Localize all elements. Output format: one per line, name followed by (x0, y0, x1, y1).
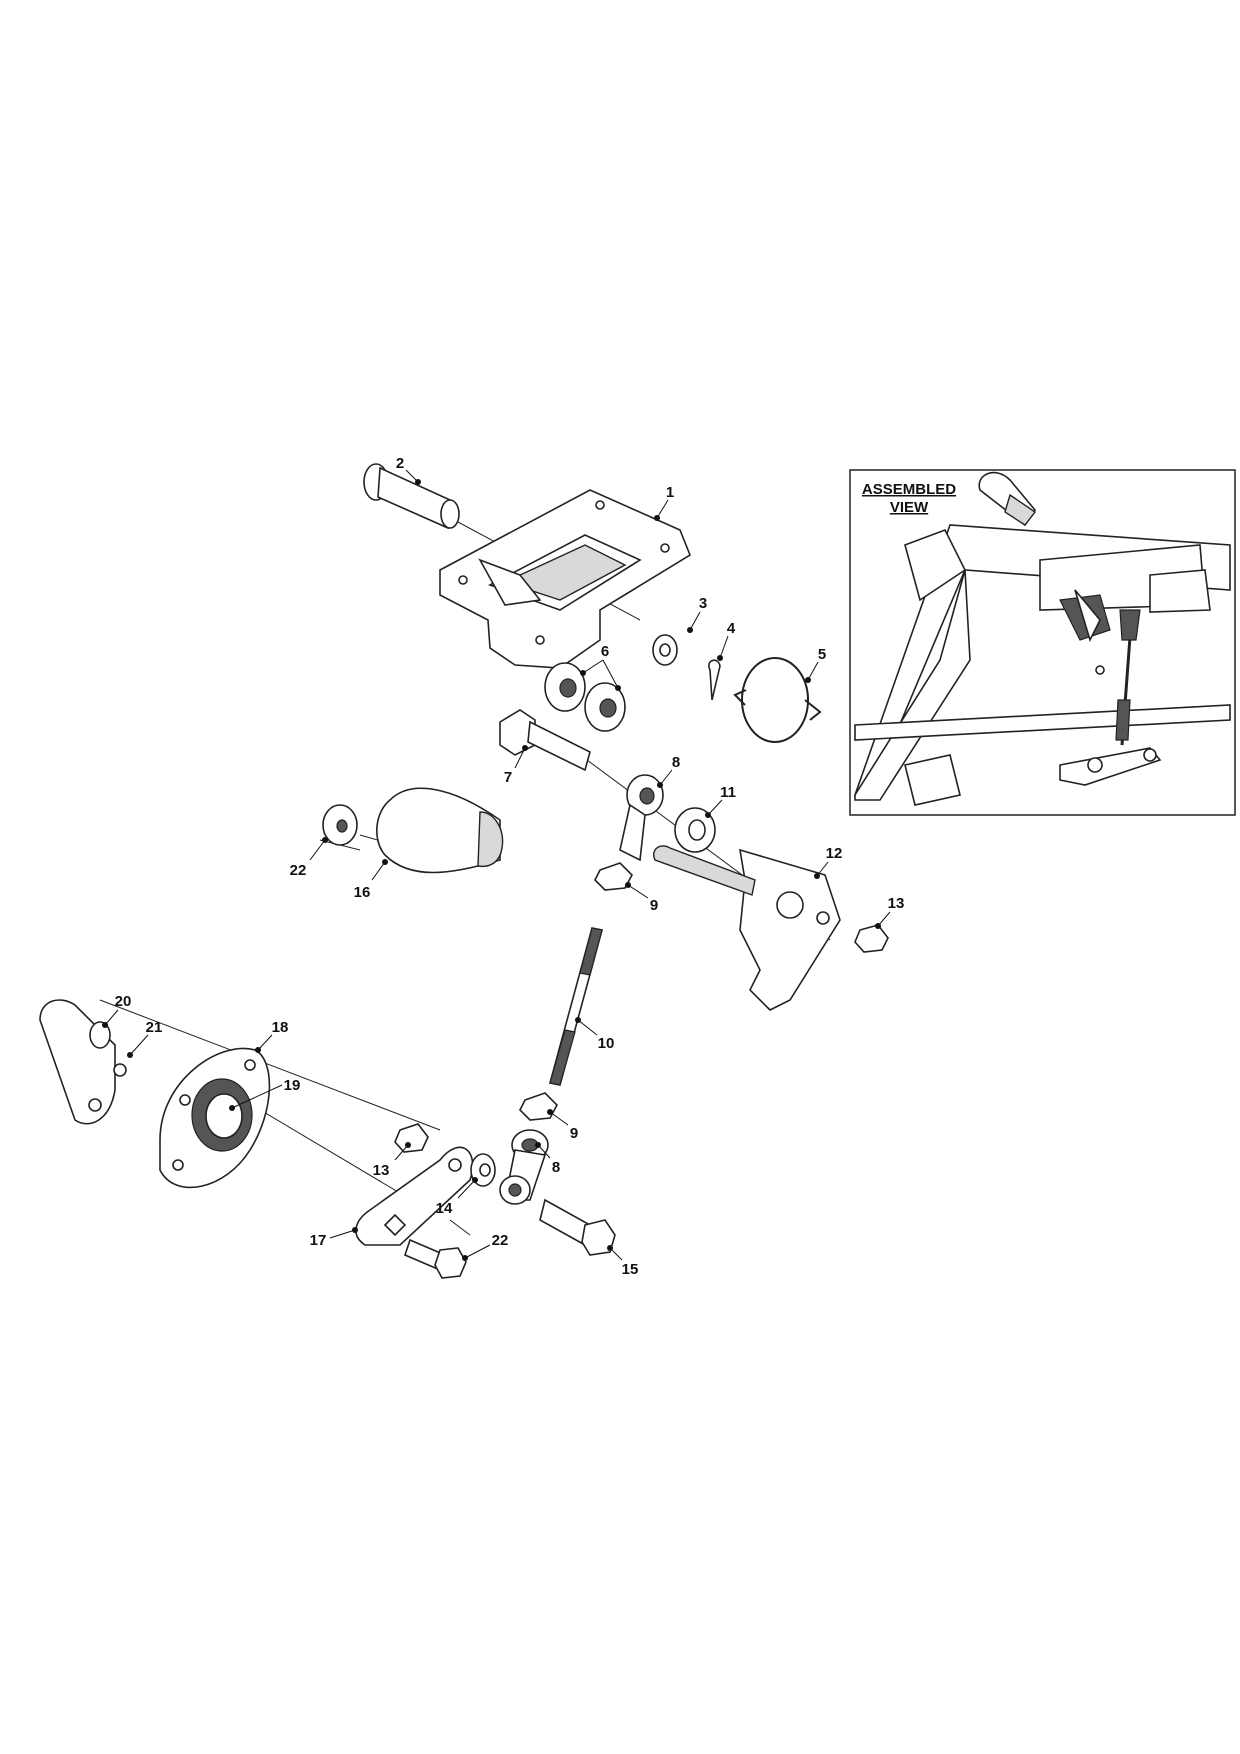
callout-label: 19 (284, 1077, 301, 1094)
part-13-nut-lower (394, 1123, 429, 1153)
callout-label: 4 (727, 620, 736, 637)
part-2-pin (363, 463, 460, 530)
part-15-bolt (539, 1198, 616, 1256)
part-8-rod-end-upper (619, 774, 664, 862)
callout-label: 3 (699, 595, 707, 612)
callout-label: 21 (146, 1019, 163, 1036)
callout-label: 9 (570, 1125, 578, 1142)
callout-label: 14 (436, 1200, 453, 1217)
callout-label: 16 (354, 884, 371, 901)
callout-label: 12 (826, 845, 843, 862)
callout-label: 7 (504, 769, 512, 786)
part-17-link-arm (355, 1146, 474, 1246)
callout-label: 2 (396, 455, 404, 472)
callout-label: 8 (672, 754, 680, 771)
callout-label: 5 (818, 646, 826, 663)
callout-label: 6 (601, 643, 609, 660)
part-7-bolt (499, 709, 591, 772)
callout-label: 8 (552, 1159, 560, 1176)
part-19-bearing (191, 1078, 253, 1152)
inset-title-line-1: ASSEMBLED (862, 481, 956, 498)
part-20-bracket (39, 999, 116, 1125)
part-1-housing (439, 489, 691, 669)
part-6-bushings (544, 662, 626, 732)
callout-label: 11 (720, 784, 736, 801)
callouts: 2 1 3 4 5 6 7 8 11 (102, 455, 904, 1278)
callout-label: 15 (622, 1261, 639, 1278)
callout-label: 13 (888, 895, 905, 912)
callout-label: 10 (598, 1035, 615, 1052)
callout-label: 18 (272, 1019, 289, 1036)
callout-label: 22 (492, 1232, 509, 1249)
callout-label: 17 (310, 1232, 327, 1249)
part-22-bolt-lower (404, 1238, 467, 1279)
callout-label: 20 (115, 993, 132, 1010)
part-16-knob (375, 787, 504, 874)
part-4-cotter-pin (708, 659, 721, 701)
inset-title-line-2: VIEW (890, 499, 929, 516)
part-9-nut-lower (519, 1092, 558, 1121)
part-22-cap-upper (322, 804, 358, 846)
assembled-view-inset: ASSEMBLED VIEW (849, 469, 1236, 816)
part-21-pin (113, 1063, 127, 1077)
part-12-lever-bracket (653, 845, 841, 1011)
part-5-spring (733, 657, 822, 743)
part-3-washer (652, 634, 678, 666)
part-9-nut-upper (594, 862, 633, 891)
callout-label: 13 (373, 1162, 390, 1179)
callout-label: 1 (666, 484, 674, 501)
callout-label: 22 (290, 862, 307, 879)
part-8-rod-end-lower (499, 1129, 549, 1205)
part-13-nut-upper (854, 924, 889, 953)
part-10-threaded-rod (549, 927, 603, 1086)
callout-label: 9 (650, 897, 658, 914)
part-11-spacer (674, 807, 716, 853)
